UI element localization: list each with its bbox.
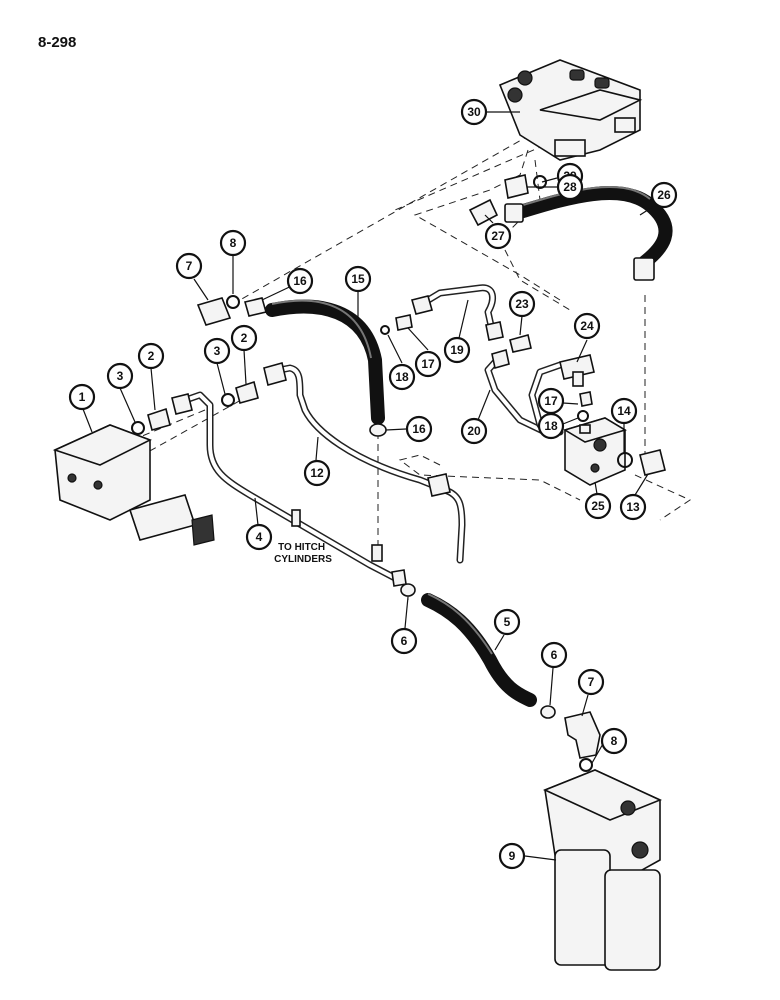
callout-16-top: 16 bbox=[286, 267, 314, 295]
svg-text:17: 17 bbox=[544, 394, 558, 408]
svg-text:30: 30 bbox=[467, 105, 481, 119]
callout-12: 12 bbox=[303, 459, 331, 487]
fitting-cluster-top bbox=[196, 295, 267, 326]
svg-text:4: 4 bbox=[256, 530, 263, 544]
fittings-2-3 bbox=[131, 380, 259, 435]
svg-text:3: 3 bbox=[117, 369, 124, 383]
callout-17-right: 17 bbox=[537, 387, 565, 415]
svg-text:7: 7 bbox=[588, 675, 595, 689]
svg-text:5: 5 bbox=[504, 615, 511, 629]
hose-15 bbox=[265, 299, 385, 425]
callout-2-left: 2 bbox=[137, 342, 165, 370]
callout-15: 15 bbox=[344, 265, 372, 293]
callout-9: 9 bbox=[498, 842, 526, 870]
svg-text:12: 12 bbox=[310, 466, 324, 480]
callout-2-mid: 2 bbox=[230, 324, 258, 352]
tube-19 bbox=[411, 284, 504, 341]
ring-14-elbow-13 bbox=[617, 449, 666, 476]
callout-24: 24 bbox=[573, 312, 601, 340]
callout-18-right: 18 bbox=[537, 412, 565, 440]
callout-7-bottom: 7 bbox=[577, 668, 605, 696]
callout-7-top: 7 bbox=[175, 252, 203, 280]
callout-4: 4 bbox=[245, 523, 273, 551]
svg-text:26: 26 bbox=[657, 188, 671, 202]
svg-text:16: 16 bbox=[293, 274, 307, 288]
callout-17-top: 17 bbox=[414, 350, 442, 378]
callout-13: 13 bbox=[619, 493, 647, 521]
callout-6-right: 6 bbox=[540, 641, 568, 669]
leader-lines bbox=[82, 111, 655, 861]
callout-19: 19 bbox=[443, 336, 471, 364]
control-valve-30 bbox=[498, 59, 643, 161]
svg-text:6: 6 bbox=[551, 648, 558, 662]
svg-text:8: 8 bbox=[611, 734, 618, 748]
tee-fitting-24 bbox=[559, 354, 595, 422]
callout-20: 20 bbox=[460, 417, 488, 445]
filter-assembly-9 bbox=[542, 769, 663, 971]
hose-26 bbox=[504, 186, 673, 281]
callout-16-mid: 16 bbox=[405, 415, 433, 443]
svg-text:2: 2 bbox=[241, 331, 248, 345]
svg-text:2: 2 bbox=[148, 349, 155, 363]
svg-text:17: 17 bbox=[421, 357, 435, 371]
valve-body-1 bbox=[52, 424, 215, 546]
svg-text:3: 3 bbox=[214, 344, 221, 358]
svg-text:19: 19 bbox=[450, 343, 464, 357]
callout-26: 26 bbox=[650, 181, 678, 209]
svg-text:23: 23 bbox=[515, 297, 529, 311]
page-number: 8-298 bbox=[38, 34, 77, 51]
callout-27: 27 bbox=[484, 222, 512, 250]
svg-text:15: 15 bbox=[351, 272, 365, 286]
svg-text:6: 6 bbox=[401, 634, 408, 648]
callout-1: 1 bbox=[68, 383, 96, 411]
clamp-16 bbox=[369, 423, 387, 437]
hitch-cylinders-annotation: TO HITCH CYLINDERS bbox=[274, 542, 332, 565]
svg-text:28: 28 bbox=[563, 180, 577, 194]
svg-text:7: 7 bbox=[186, 259, 193, 273]
svg-text:8: 8 bbox=[230, 236, 237, 250]
callout-3-left: 3 bbox=[106, 362, 134, 390]
elbow-7-ring-8 bbox=[564, 711, 601, 772]
callout-6-left: 6 bbox=[390, 627, 418, 655]
svg-text:25: 25 bbox=[591, 499, 605, 513]
callout-8-bottom: 8 bbox=[600, 727, 628, 755]
callout-5: 5 bbox=[493, 608, 521, 636]
svg-text:20: 20 bbox=[467, 424, 481, 438]
callout-18-top: 18 bbox=[388, 363, 416, 391]
hose-5 bbox=[400, 583, 556, 719]
svg-text:24: 24 bbox=[580, 319, 594, 333]
fittings-27-28-29 bbox=[468, 174, 547, 227]
callout-8-top: 8 bbox=[219, 229, 247, 257]
svg-text:13: 13 bbox=[626, 500, 640, 514]
callout-28: 28 bbox=[556, 173, 584, 201]
svg-text:18: 18 bbox=[395, 370, 409, 384]
svg-text:18: 18 bbox=[544, 419, 558, 433]
tube-12 bbox=[263, 362, 466, 564]
svg-text:14: 14 bbox=[617, 404, 631, 418]
callout-23: 23 bbox=[508, 290, 536, 318]
fittings-17-18-23 bbox=[380, 314, 532, 353]
svg-text:16: 16 bbox=[412, 422, 426, 436]
svg-text:1: 1 bbox=[79, 390, 86, 404]
callout-30: 30 bbox=[460, 98, 488, 126]
svg-text:9: 9 bbox=[509, 849, 516, 863]
svg-text:27: 27 bbox=[491, 229, 505, 243]
valve-block-25 bbox=[563, 417, 627, 486]
callout-3-mid: 3 bbox=[203, 337, 231, 365]
callout-25: 25 bbox=[584, 492, 612, 520]
callout-14: 14 bbox=[610, 397, 638, 425]
